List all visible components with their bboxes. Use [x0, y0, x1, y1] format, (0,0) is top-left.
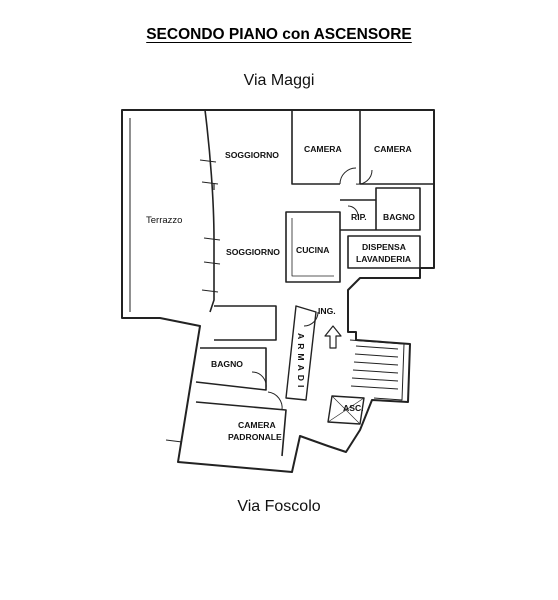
- bagno-door: [251, 371, 267, 389]
- cucina-counter: [291, 218, 334, 277]
- plan-title: SECONDO PIANO con ASCENSORE: [146, 26, 412, 43]
- room-label-rip: RIP.: [351, 212, 367, 222]
- room-label-camera-padronale-1: CAMERA: [238, 420, 276, 430]
- padronale-walls: [195, 401, 287, 457]
- elevator-cross: [327, 395, 365, 425]
- room-label-lavanderia: LAVANDERIA: [356, 254, 411, 264]
- terrazzo-wall: [204, 109, 215, 313]
- room-label-cucina: CUCINA: [296, 245, 329, 255]
- room-label-camera-padronale-2: PADRONALE: [228, 432, 282, 442]
- room-label-ascensore: ASC.: [343, 403, 364, 413]
- room-label-camera-1: CAMERA: [304, 144, 342, 154]
- street-bottom-label: Via Foscolo: [237, 498, 321, 515]
- outer-wall: [121, 109, 435, 473]
- room-label-terrazzo: Terrazzo: [146, 215, 182, 226]
- ing-door: [303, 311, 319, 327]
- bagno-walls: [340, 187, 421, 231]
- rip-door: [347, 205, 359, 217]
- street-top-label: Via Maggi: [243, 72, 315, 89]
- wall-ticks: [165, 159, 221, 443]
- door-swing-1: [339, 167, 357, 185]
- room-label-ingresso: ING.: [318, 306, 336, 316]
- dispensa-walls: [347, 235, 421, 269]
- lower-walls: [195, 305, 277, 391]
- room-label-bagno-2: BAGNO: [211, 359, 243, 369]
- staircase: [349, 339, 405, 401]
- padronale-door: [267, 391, 283, 411]
- room-label-bagno-1: BAGNO: [383, 212, 415, 222]
- room-label-soggiorno-2: SOGGIORNO: [226, 247, 280, 257]
- door-swing-2: [355, 169, 373, 185]
- room-label-dispensa: DISPENSA: [362, 242, 406, 252]
- armadi-walls: [285, 305, 317, 401]
- entry-arrow: [324, 325, 342, 349]
- room-label-camera-2: CAMERA: [374, 144, 412, 154]
- room-label-soggiorno-1: SOGGIORNO: [225, 150, 279, 160]
- cucina-walls: [285, 211, 341, 283]
- room-label-armadi: ARMADI: [296, 333, 306, 391]
